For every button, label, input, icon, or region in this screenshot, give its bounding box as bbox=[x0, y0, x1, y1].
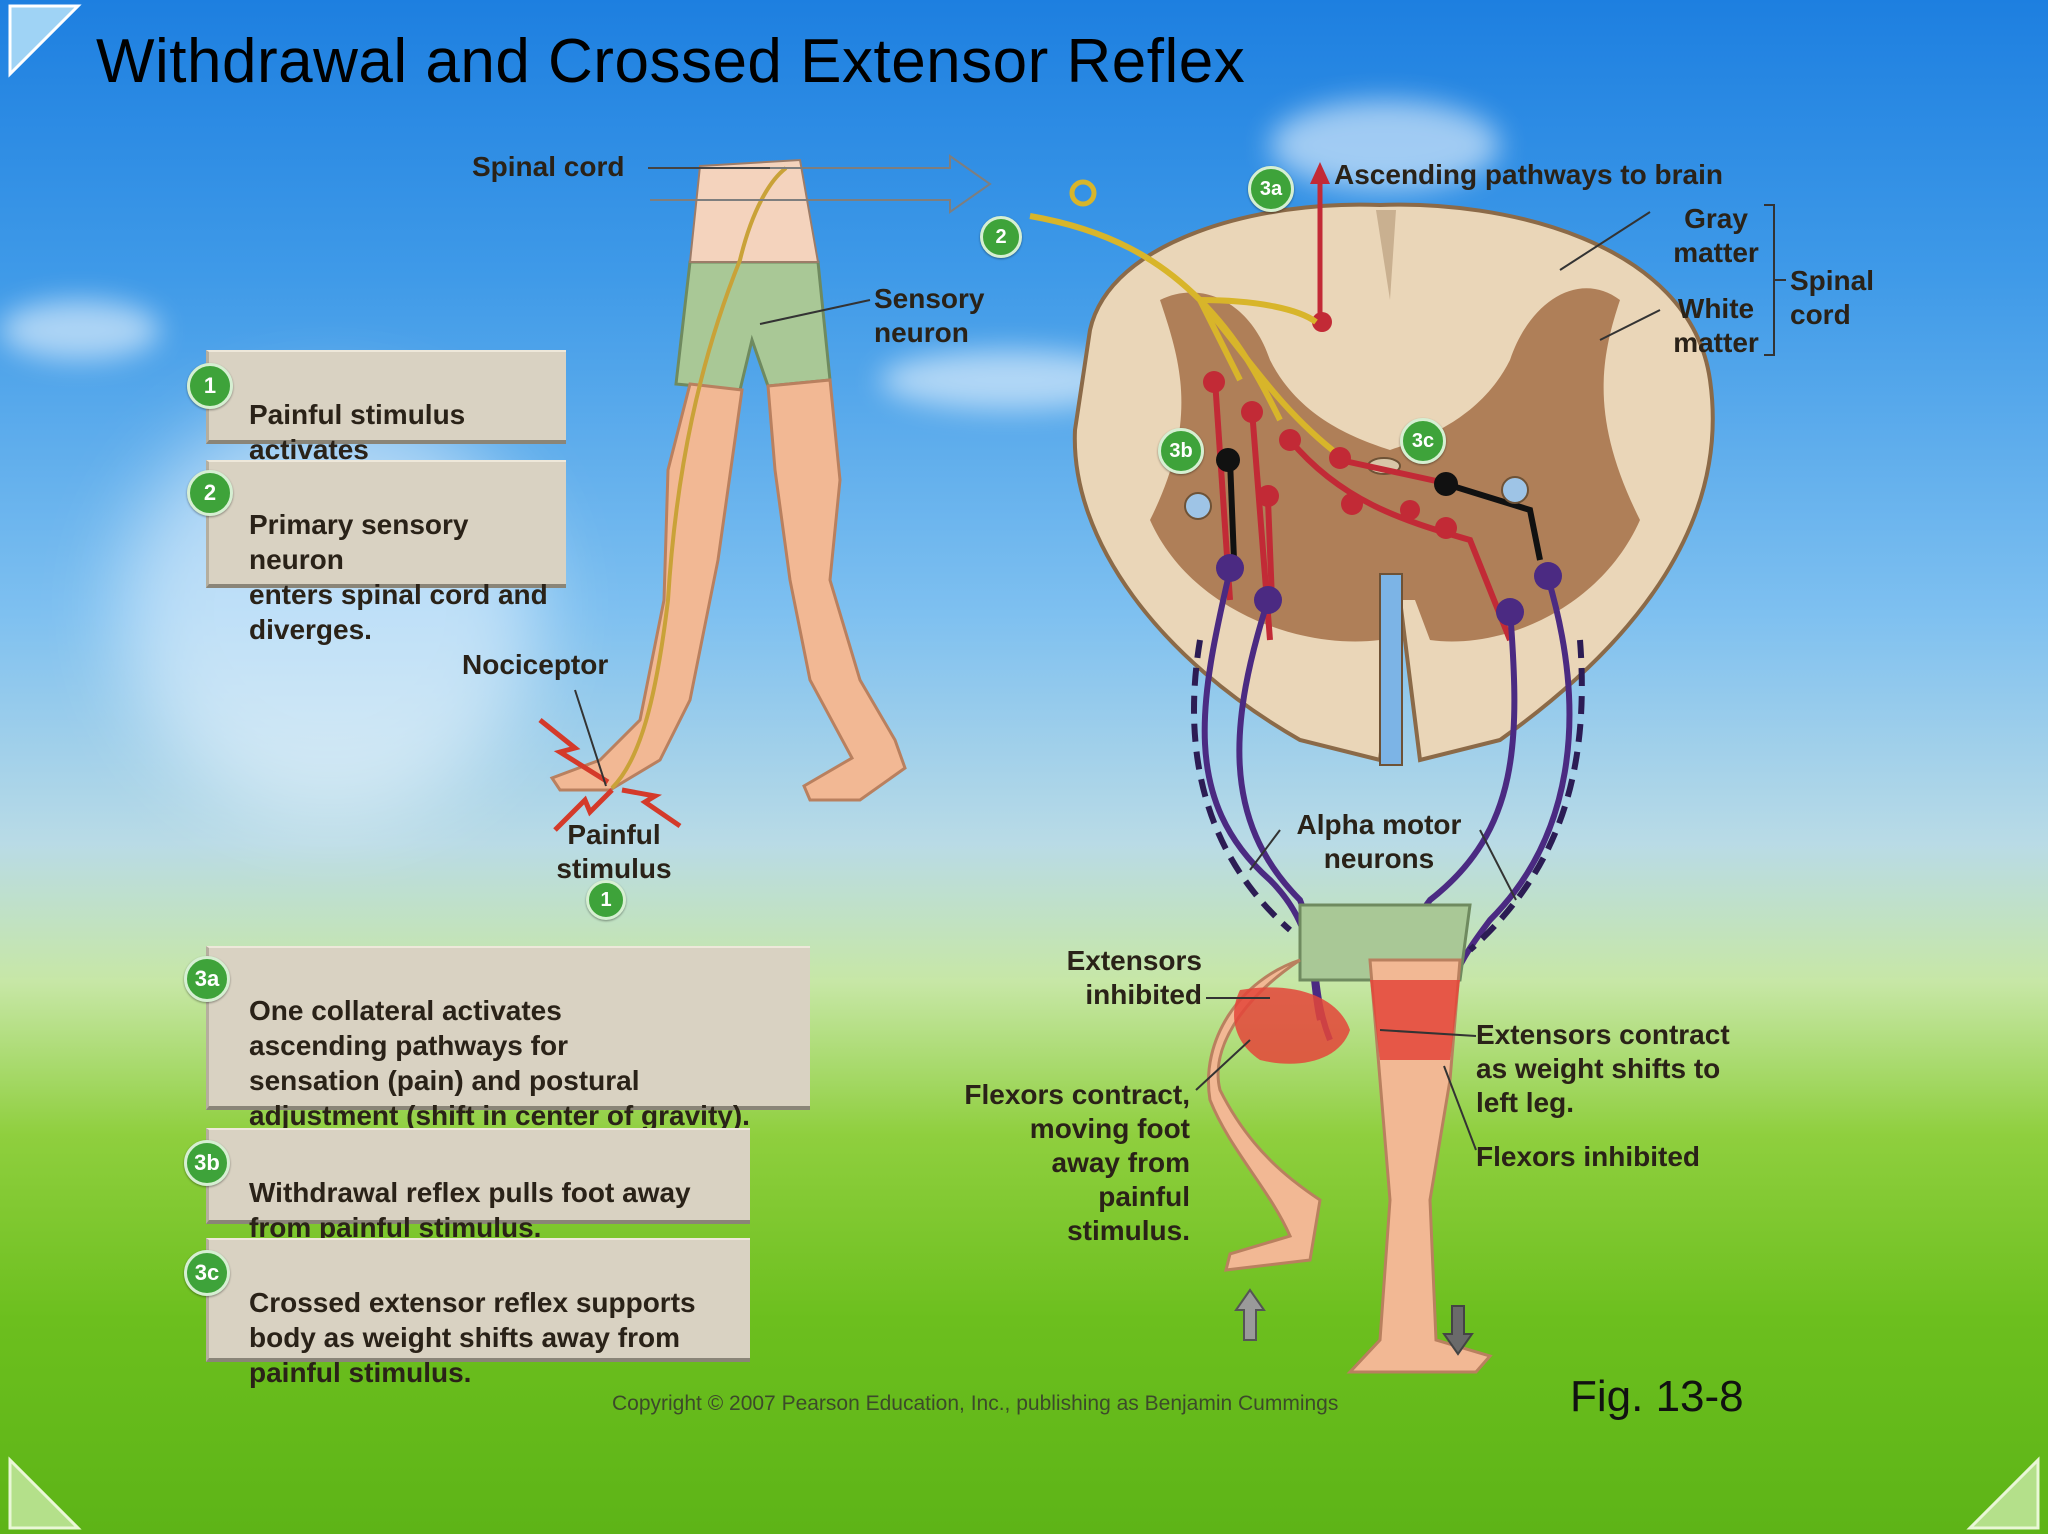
step-3b-text: Withdrawal reflex pulls foot away from p… bbox=[249, 1177, 691, 1243]
step-2-text: Primary sensory neuron enters spinal cor… bbox=[249, 509, 548, 645]
sensory-neuron bbox=[1029, 213, 1342, 459]
cloud bbox=[1270, 100, 1500, 190]
step-1-badge: 1 bbox=[187, 363, 233, 409]
label-gray-matter: Gray matter bbox=[1673, 203, 1759, 268]
slide-title: Withdrawal and Crossed Extensor Reflex bbox=[96, 27, 1246, 96]
lower-left-leg bbox=[1207, 958, 1322, 1272]
copyright-notice: Copyright © 2007 Pearson Education, Inc.… bbox=[612, 1392, 1339, 1415]
flexor-muscle bbox=[1234, 987, 1350, 1064]
step-3c-badge: 3c bbox=[184, 1250, 230, 1296]
cloud bbox=[0, 300, 160, 360]
step-3b-badge: 3b bbox=[184, 1140, 230, 1186]
pointer-arrow bbox=[650, 154, 992, 214]
label-flexors-contract: Flexors contract, moving foot away from … bbox=[964, 1079, 1190, 1246]
step-3c-box: Crossed extensor reflex supports body as… bbox=[206, 1238, 750, 1388]
label-nociceptor: Nociceptor bbox=[462, 649, 609, 680]
step-1-box: Painful stimulus activates nociceptor. bbox=[206, 350, 566, 500]
label-ascending-pathways: Ascending pathways to brain bbox=[1334, 159, 1723, 190]
label-spinal-cord-top: Spinal cord bbox=[472, 151, 625, 182]
stimulus-bolt bbox=[553, 788, 614, 832]
extensor-muscle bbox=[1370, 980, 1460, 1060]
withdrawal-badge: 3b bbox=[1158, 428, 1204, 474]
sensory-neuron-path bbox=[610, 166, 788, 790]
motor-dashes bbox=[1191, 639, 1585, 953]
sensory-badge: 2 bbox=[980, 216, 1022, 258]
spinal-cord-cross-section bbox=[1072, 202, 1715, 766]
step-3c-text: Crossed extensor reflex supports body as… bbox=[249, 1287, 696, 1388]
down-arrow-icon bbox=[1442, 1305, 1474, 1356]
stimulus-bolt bbox=[538, 718, 610, 785]
label-alpha-motor-neurons: Alpha motor neurons bbox=[1296, 809, 1462, 874]
step-2-badge: 2 bbox=[187, 470, 233, 516]
step-3a-text: One collateral activates ascending pathw… bbox=[249, 995, 750, 1131]
label-extensors-contract: Extensors contract as weight shifts to l… bbox=[1476, 1019, 1730, 1118]
step-2-box: Primary sensory neuron enters spinal cor… bbox=[206, 460, 566, 645]
interneuron-bodies bbox=[1203, 371, 1457, 539]
figure-number: Fig. 13-8 bbox=[1570, 1372, 1744, 1421]
label-painful-stimulus: Painful stimulus bbox=[556, 819, 672, 884]
label-extensors-inhibited: Extensors inhibited bbox=[1066, 945, 1202, 1010]
label-flexors-inhibited: Flexors inhibited bbox=[1476, 1141, 1701, 1172]
ascending-badge: 3a bbox=[1248, 166, 1294, 212]
lower-right-leg bbox=[1346, 958, 1493, 1374]
right-leg bbox=[766, 378, 907, 802]
up-arrow-icon bbox=[1234, 1288, 1266, 1341]
shorts bbox=[674, 260, 832, 392]
stimulus-bolt bbox=[621, 787, 682, 829]
step-3a-badge: 3a bbox=[184, 956, 230, 1002]
step-3b-box: Withdrawal reflex pulls foot away from p… bbox=[206, 1128, 750, 1243]
label-white-matter: White matter bbox=[1673, 293, 1759, 358]
label-spinal-cord-bracket: Spinal cord bbox=[1790, 265, 1875, 330]
stimulus-badge: 1 bbox=[586, 880, 626, 920]
motor-neuron-bodies bbox=[1216, 554, 1562, 626]
left-leg bbox=[549, 382, 744, 792]
label-sensory-neuron: Sensory neuron bbox=[874, 283, 985, 348]
crossed-badge: 3c bbox=[1400, 418, 1446, 464]
step-3a-box: One collateral activates ascending pathw… bbox=[206, 946, 810, 1131]
